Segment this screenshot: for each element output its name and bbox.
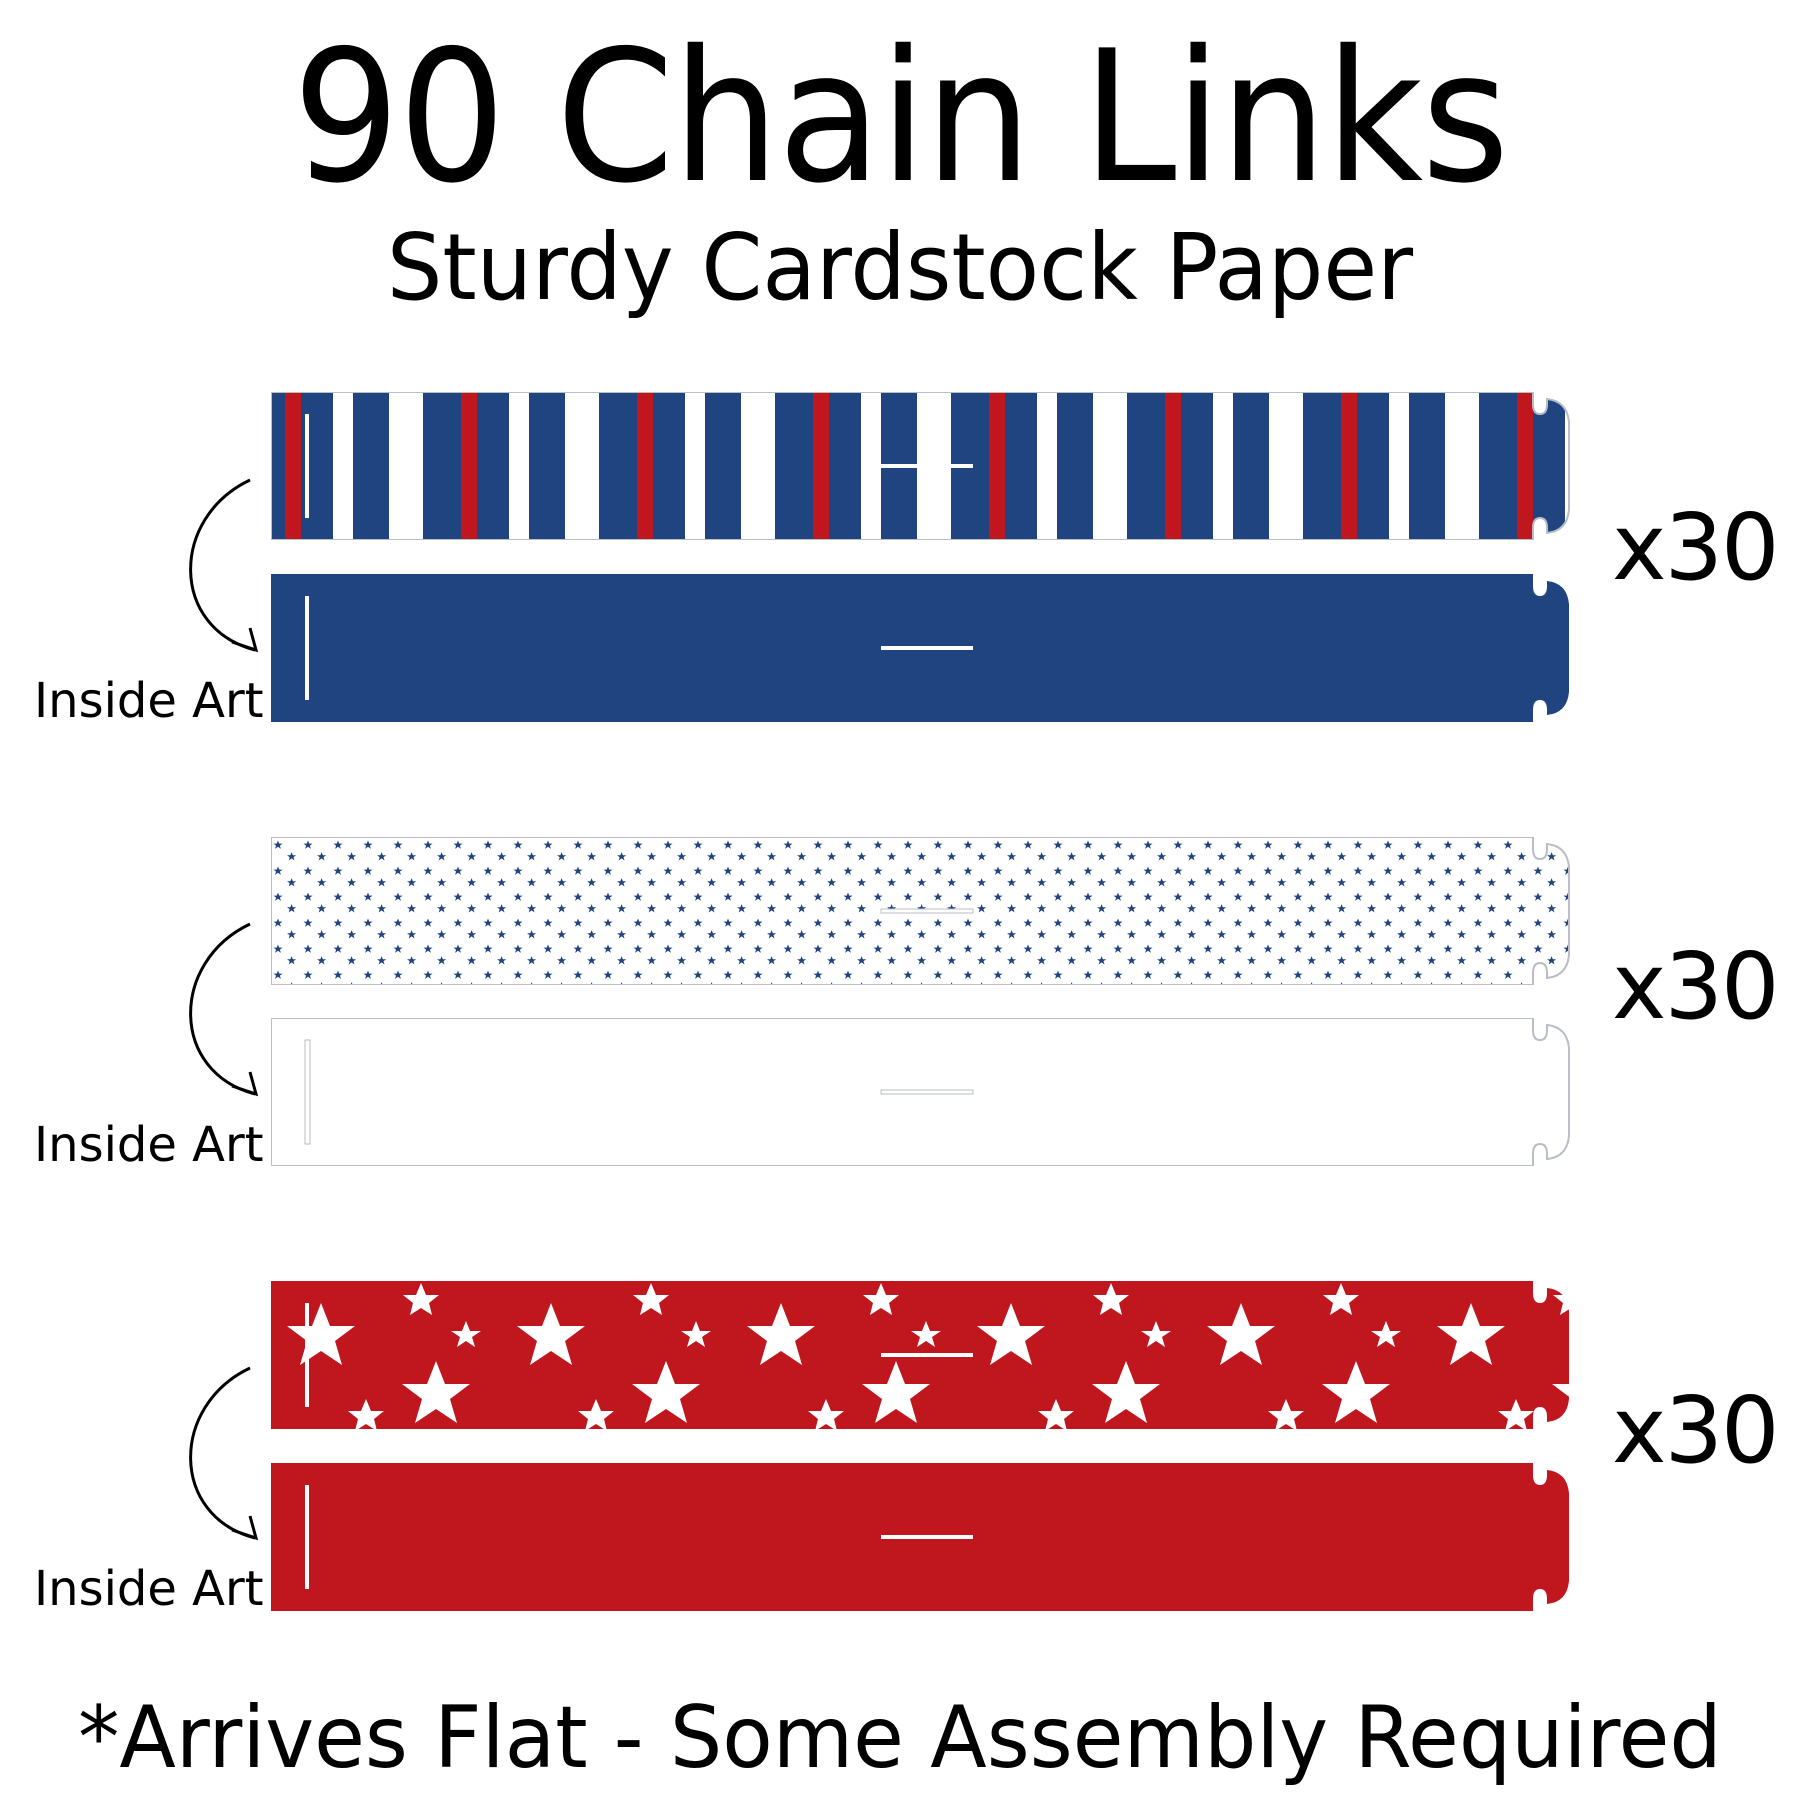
quantity-label: x30 — [1612, 933, 1780, 1040]
page-subtitle: Sturdy Cardstock Paper — [386, 214, 1414, 321]
page-title: 90 Chain Links — [292, 11, 1509, 223]
quantity-label: x30 — [1612, 494, 1780, 601]
chain-link-red-stars-outside — [271, 1281, 1569, 1429]
curved-arrow-icon — [189, 1366, 259, 1541]
chain-link-white-inside — [271, 1018, 1570, 1166]
curved-arrow-icon — [189, 478, 259, 653]
curved-arrow-icon — [189, 922, 259, 1097]
chain-link-red-inside — [271, 1463, 1569, 1611]
inside-art-label: Inside Art — [34, 1561, 264, 1617]
quantity-label: x30 — [1612, 1377, 1780, 1484]
chain-link-striped-outside — [271, 392, 1570, 540]
chain-link-stars-outside — [271, 837, 1570, 985]
inside-art-label: Inside Art — [34, 1117, 264, 1173]
chain-link-navy-inside — [271, 574, 1569, 722]
inside-art-label: Inside Art — [34, 673, 264, 729]
assembly-note: *Arrives Flat - Some Assembly Required — [78, 1688, 1722, 1788]
